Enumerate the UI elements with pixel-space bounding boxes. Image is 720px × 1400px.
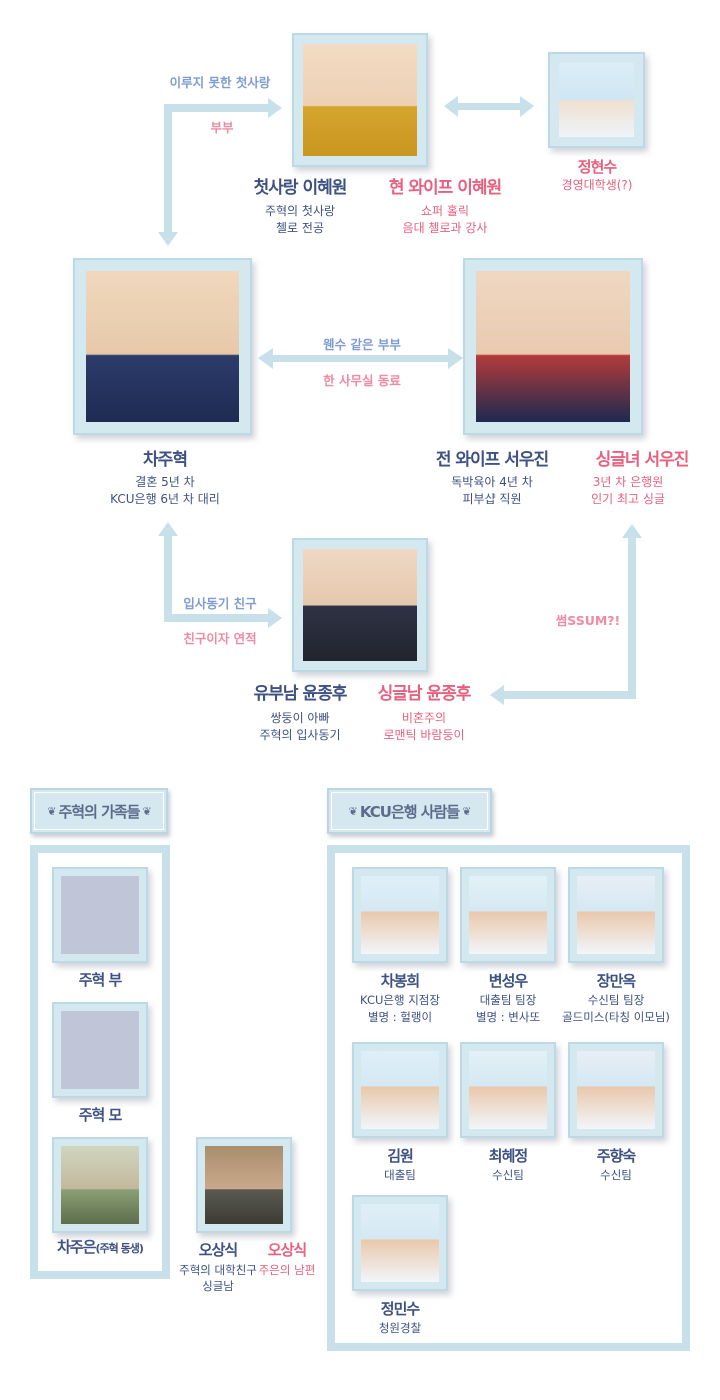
- family-title: 주혁의 가족들: [58, 802, 140, 821]
- juhyuk-sub-2: KCU은행 6년 차 대리: [110, 492, 220, 506]
- sangsik-sub-b: 주은의 남편: [258, 1263, 316, 1277]
- woojin-sub-a-2: 피부샵 직원: [462, 492, 522, 506]
- jonghu-name-a: 유부남 윤종후: [253, 684, 348, 704]
- bank-person-portrait: [352, 1195, 448, 1291]
- portrait-jung-hyunsu: [548, 52, 645, 148]
- portrait-lee-hyewon: [292, 33, 428, 167]
- family-panel: [30, 845, 170, 1279]
- sangsik-sub-a-1: 주혁의 대학친구: [179, 1263, 257, 1277]
- jueun-note: (주혁 동생): [95, 1242, 144, 1255]
- bank-person-name: 김원: [387, 1147, 414, 1165]
- bank-title: KCU은행 사람들: [359, 802, 460, 821]
- ornament-icon: ❦: [348, 804, 358, 818]
- bank-person-name: 차봉희: [380, 972, 420, 990]
- jonghu-name-b: 싱글남 윤종후: [377, 684, 472, 704]
- portrait-juhyuk-father: [52, 867, 148, 963]
- sangsik-name-a: 오상식: [198, 1241, 238, 1259]
- woojin-name-a: 전 와이프 서우진: [435, 450, 549, 470]
- portrait-yoon-jonghu: [292, 538, 428, 672]
- family-section-header: ❦ 주혁의 가족들 ❦: [30, 788, 168, 834]
- bank-person-role: 수신팀: [492, 1168, 524, 1182]
- family-member-name: 주혁 모: [78, 1106, 123, 1124]
- portrait-juhyuk-mother: [52, 1002, 148, 1098]
- label-friend-rival: 친구이자 연적: [183, 631, 257, 646]
- jonghu-sub-a-2: 주혁의 입사동기: [259, 728, 341, 742]
- bank-person-portrait: [568, 867, 664, 963]
- ornament-icon: ❦: [47, 804, 56, 818]
- bank-person-name: 변성우: [488, 972, 528, 990]
- hyewon-sub-b-2: 음대 첼로과 강사: [402, 221, 488, 235]
- jonghu-sub-a-1: 쌍둥이 아빠: [270, 711, 330, 725]
- portrait-seo-woojin: [463, 258, 643, 435]
- family-member-name: 주혁 부: [78, 971, 123, 989]
- ornament-icon: ❦: [142, 804, 152, 818]
- bank-person-portrait: [568, 1042, 664, 1138]
- portrait-cha-jueun: [52, 1137, 148, 1233]
- hyewon-sub-b-1: 쇼퍼 홀릭: [421, 204, 469, 218]
- bank-person-role: 수신팀: [600, 1168, 632, 1182]
- hyunsu-name: 정현수: [577, 158, 617, 176]
- label-couple: 부부: [210, 120, 234, 135]
- bank-person-role: KCU은행 지점장: [360, 993, 440, 1007]
- label-first-love: 이루지 못한 첫사랑: [169, 75, 271, 90]
- bank-person-name: 장만옥: [596, 972, 636, 990]
- hyewon-sub-a-1: 주혁의 첫사랑: [264, 204, 336, 218]
- portrait-cha-juhyuk: [73, 258, 252, 435]
- jueun-name: 차주은: [57, 1238, 96, 1256]
- jonghu-sub-b-2: 로맨틱 바람둥이: [383, 728, 465, 742]
- bank-person-role: 수신팀 팀장: [587, 993, 645, 1007]
- bank-person-role: 별명 : 헐랭이: [367, 1010, 433, 1024]
- label-office-colleague: 한 사무실 동료: [323, 373, 401, 388]
- bank-person-portrait: [352, 1042, 448, 1138]
- bank-person-portrait: [460, 1042, 556, 1138]
- bank-person-name: 주향숙: [596, 1147, 636, 1165]
- bank-person-role: 대출팀 팀장: [479, 993, 537, 1007]
- bank-person-role: 청원경찰: [378, 1321, 422, 1335]
- bank-person-role: 골드미스(타칭 이모님): [562, 1010, 670, 1024]
- bank-person-name: 최혜정: [488, 1147, 528, 1165]
- bank-panel: [327, 845, 690, 1351]
- bank-person-portrait: [460, 867, 556, 963]
- hyunsu-sub: 경영대학생(?): [561, 178, 633, 192]
- woojin-sub-b-2: 인기 최고 싱글: [591, 492, 665, 506]
- label-ssum: 썸SSUM?!: [555, 613, 621, 628]
- portrait-oh-sangsik: [196, 1137, 292, 1233]
- hyewon-name-a: 첫사랑 이혜원: [253, 178, 348, 198]
- juhyuk-name: 차주혁: [143, 450, 188, 470]
- woojin-sub-a-1: 독박육아 4년 차: [451, 475, 533, 489]
- bank-section-header: ❦ KCU은행 사람들 ❦: [327, 788, 492, 834]
- bank-person-role: 별명 : 변사또: [475, 1010, 541, 1024]
- jueun-label: 차주은(주혁 동생): [57, 1238, 144, 1257]
- label-coworker-friend: 입사동기 친구: [183, 596, 257, 611]
- sangsik-sub-a-2: 싱글남: [202, 1279, 234, 1293]
- juhyuk-sub-1: 결혼 5년 차: [135, 475, 195, 489]
- label-enemy-couple: 웬수 같은 부부: [323, 337, 401, 352]
- woojin-name-b: 싱글녀 서우진: [595, 450, 690, 470]
- hyewon-sub-a-2: 첼로 전공: [276, 221, 324, 235]
- hyewon-name-b: 현 와이프 이혜원: [388, 178, 502, 198]
- ornament-icon: ❦: [462, 804, 471, 818]
- sangsik-name-b: 오상식: [267, 1241, 307, 1259]
- jonghu-sub-b-1: 비혼주의: [401, 711, 447, 725]
- bank-person-portrait: [352, 867, 448, 963]
- bank-person-role: 대출팀: [384, 1168, 416, 1182]
- bank-person-name: 정민수: [380, 1300, 420, 1318]
- woojin-sub-b-1: 3년 차 은행원: [592, 475, 664, 489]
